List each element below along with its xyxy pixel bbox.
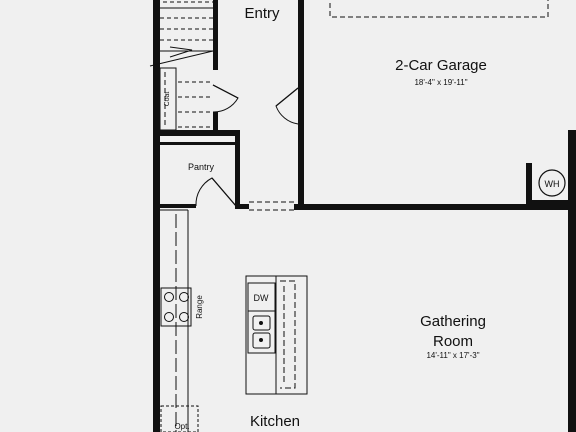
- range-label: Range: [195, 295, 204, 319]
- pantry-door: [211, 177, 237, 207]
- range-burner: [164, 312, 174, 322]
- sink-drain: [259, 338, 263, 342]
- optional-label: Opt.: [174, 422, 189, 431]
- garage-overhead-door: [329, 0, 549, 18]
- garage-dimensions: 18'-4" x 19'-11": [414, 78, 467, 87]
- stair-left-wall: [153, 0, 160, 135]
- kitchen-island: [245, 275, 308, 395]
- wh-closet-wall: [526, 163, 532, 210]
- garage-entry-door: [275, 87, 299, 107]
- right-exterior-wall: [568, 130, 576, 432]
- gathering-room-label-line1: Gathering: [420, 313, 486, 330]
- coat-closet-outline: [159, 67, 177, 131]
- coat-label: Coat: [164, 92, 171, 107]
- water-heater-label: WH: [545, 179, 560, 189]
- kitchen-label: Kitchen: [250, 413, 300, 430]
- garage-left-wall: [298, 0, 304, 205]
- range-burner: [164, 292, 174, 302]
- stair-break-line: [149, 50, 214, 67]
- stair-right-wall-lower: [213, 112, 218, 136]
- stair-arrow: [169, 46, 193, 58]
- stairs: [149, 1, 214, 131]
- range-burner: [179, 292, 189, 302]
- left-exterior-wall: [153, 130, 160, 432]
- dishwasher-label: DW: [254, 293, 269, 303]
- sink-bowl: [252, 332, 271, 349]
- water-heater-circle: [538, 169, 566, 197]
- sink-outline: [247, 310, 276, 354]
- kitchen-counter: [160, 209, 199, 432]
- optional-appliance-outline: [160, 405, 199, 432]
- pantry-right-wall: [235, 130, 240, 208]
- pantry-shelf: [160, 142, 238, 145]
- coat-door: [212, 84, 239, 99]
- pantry-top-wall: [153, 130, 238, 136]
- garage-entry-door-swing: [275, 87, 299, 125]
- walls: [153, 0, 576, 432]
- island-overhang: [280, 280, 296, 389]
- garage-label: 2-Car Garage: [395, 57, 487, 74]
- pantry-bottom-wall: [160, 204, 196, 208]
- gathering-room-label-line2: Room: [433, 333, 473, 350]
- garage-bottom-wall-right: [526, 200, 576, 210]
- range-outline: [160, 287, 192, 327]
- range-burner: [179, 312, 189, 322]
- entry-label: Entry: [244, 5, 280, 22]
- stair-right-wall-upper: [213, 0, 218, 70]
- sink-bowl: [252, 315, 271, 331]
- gathering-room-dimensions: 14'-11" x 17'-3": [426, 351, 479, 360]
- garage-bottom-wall: [294, 204, 530, 210]
- entry-bottom-wall-a: [235, 204, 249, 209]
- pantry-label: Pantry: [188, 162, 215, 172]
- pantry-door-swing: [195, 177, 237, 207]
- sink-drain: [259, 321, 263, 325]
